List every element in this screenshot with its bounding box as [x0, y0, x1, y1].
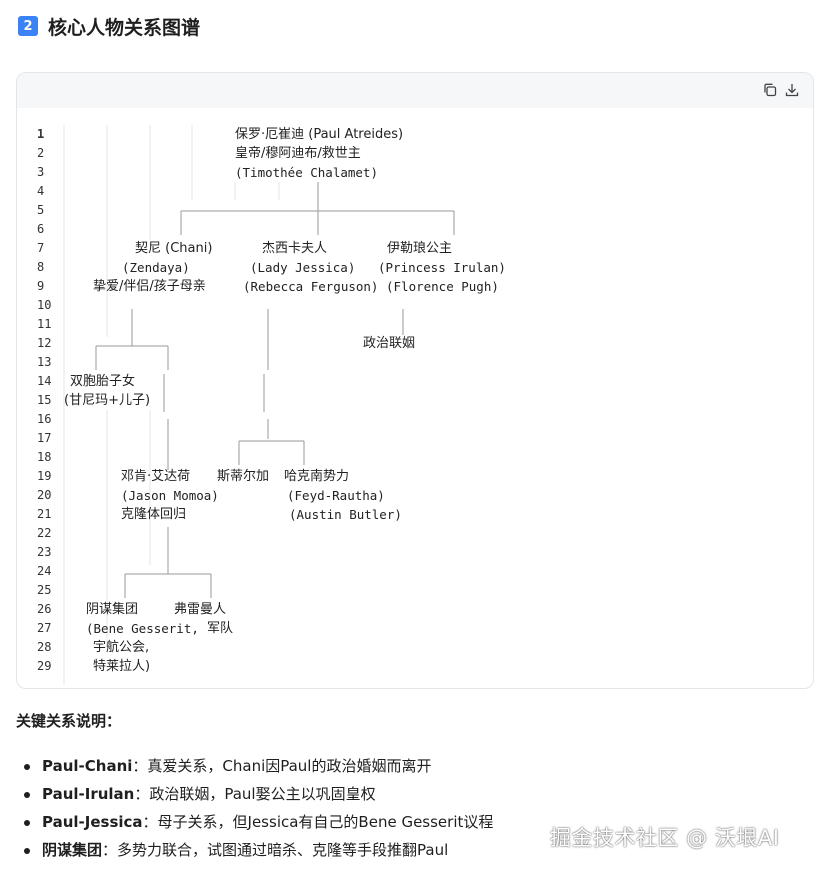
relation-text: ：母子关系，但Jessica有自己的Bene Gesserit议程	[142, 813, 494, 831]
irulan-alias: (Princess Irulan)	[378, 260, 506, 275]
harkonnen-actor: (Austin Butler)	[289, 507, 402, 522]
relationship-connectors	[63, 125, 455, 685]
section-number-badge: 2	[18, 16, 38, 36]
harkonnen-name: 哈克南势力	[284, 469, 350, 484]
line-number: 7	[37, 241, 45, 255]
list-item: Paul-Chani：真爱关系，Chani因Paul的政治婚姻而离开	[22, 754, 493, 782]
paul-actor: (Timothée Chalamet)	[235, 165, 378, 180]
list-item: Paul-Jessica：母子关系，但Jessica有自己的Bene Gesse…	[22, 810, 493, 838]
relation-key: Paul-Jessica	[42, 813, 143, 831]
line-number: 10	[37, 298, 52, 312]
line-number: 22	[37, 526, 52, 540]
paul-name: 保罗·厄崔迪 (Paul Atreides)	[235, 127, 404, 142]
section-heading: 2 核心人物关系图谱	[18, 12, 200, 40]
relation-key: Paul-Irulan	[42, 785, 135, 803]
copy-icon[interactable]	[762, 82, 778, 98]
paul-title: 皇帝/穆阿迪布/救世主	[235, 146, 361, 161]
line-number: 20	[37, 488, 52, 502]
fremen-name: 弗雷曼人	[174, 602, 227, 617]
line-number: 2	[37, 146, 45, 160]
chani-actor: (Zendaya)	[122, 260, 190, 275]
conspiracy-name: 阴谋集团	[86, 602, 139, 617]
twins-detail: (甘尼玛+儿子)	[64, 393, 151, 408]
relation-key: Paul-Chani	[42, 757, 133, 775]
line-number: 18	[37, 450, 52, 464]
line-number: 17	[37, 431, 52, 445]
relations-title: 关键关系说明：	[16, 712, 122, 730]
list-item: 阴谋集团：多势力联合，试图通过暗杀、克隆等手段推翻Paul	[22, 838, 493, 866]
line-number: 28	[37, 640, 52, 654]
jessica-alias: (Lady Jessica)	[250, 260, 356, 275]
download-icon[interactable]	[784, 82, 800, 98]
line-number: 8	[37, 260, 45, 274]
line-number: 26	[37, 602, 52, 616]
line-number: 29	[37, 659, 52, 673]
irulan-actor: (Florence Pugh)	[386, 279, 499, 294]
line-number: 9	[37, 279, 45, 293]
stilgar-name: 斯蒂尔加	[217, 469, 270, 484]
relation-text: ：真爱关系，Chani因Paul的政治婚姻而离开	[132, 757, 432, 775]
line-number: 3	[37, 165, 45, 179]
relation-key: 阴谋集团	[42, 841, 103, 859]
line-number: 27	[37, 621, 52, 635]
section-title: 核心人物关系图谱	[48, 16, 201, 39]
line-number: 19	[37, 469, 52, 483]
conspiracy-member-3: 特莱拉人)	[93, 659, 151, 674]
line-number: 15	[37, 393, 52, 407]
line-number: 24	[37, 564, 52, 578]
line-number: 14	[37, 374, 52, 388]
chani-name: 契尼 (Chani)	[135, 241, 213, 256]
relation-text: ：多势力联合，试图通过暗杀、克隆等手段推翻Paul	[102, 841, 449, 859]
line-number: 21	[37, 507, 52, 521]
line-number: 6	[37, 222, 45, 236]
line-number: 25	[37, 583, 52, 597]
relation-text: ：政治联姻，Paul娶公主以巩固皇权	[134, 785, 376, 803]
code-block: 1 2 3 4 5 6 7 8 9 10 11 12 13 14 15 16 1…	[16, 72, 814, 689]
conspiracy-member-2: 宇航公会,	[93, 640, 150, 655]
line-number: 16	[37, 412, 52, 426]
duncan-name: 邓肯·艾达荷	[121, 469, 191, 484]
fremen-role: 军队	[207, 621, 234, 636]
chani-role: 挚爱/伴侣/孩子母亲	[93, 279, 206, 294]
relations-list: Paul-Chani：真爱关系，Chani因Paul的政治婚姻而离开 Paul-…	[22, 754, 493, 866]
list-item: Paul-Irulan：政治联姻，Paul娶公主以巩固皇权	[22, 782, 493, 810]
twins-name: 双胞胎子女	[70, 374, 136, 389]
line-number: 13	[37, 355, 52, 369]
irulan-role: 政治联姻	[363, 336, 416, 351]
line-number: 12	[37, 336, 52, 350]
line-number: 4	[37, 184, 45, 198]
watermark: 掘金技术社区 @ 沃垠AI	[550, 826, 780, 850]
line-number: 23	[37, 545, 52, 559]
line-number: 11	[37, 317, 52, 331]
code-toolbar	[17, 73, 813, 108]
line-number: 1	[37, 127, 45, 141]
jessica-name: 杰西卡夫人	[262, 241, 328, 256]
irulan-name: 伊勒琅公主	[387, 241, 453, 256]
harkonnen-alias: (Feyd-Rautha)	[287, 488, 385, 503]
duncan-role: 克隆体回归	[121, 507, 187, 522]
line-number: 5	[37, 203, 45, 217]
conspiracy-member-1: (Bene Gesserit,	[86, 621, 199, 636]
jessica-actor: (Rebecca Ferguson)	[243, 279, 379, 294]
duncan-actor: (Jason Momoa)	[121, 488, 219, 503]
